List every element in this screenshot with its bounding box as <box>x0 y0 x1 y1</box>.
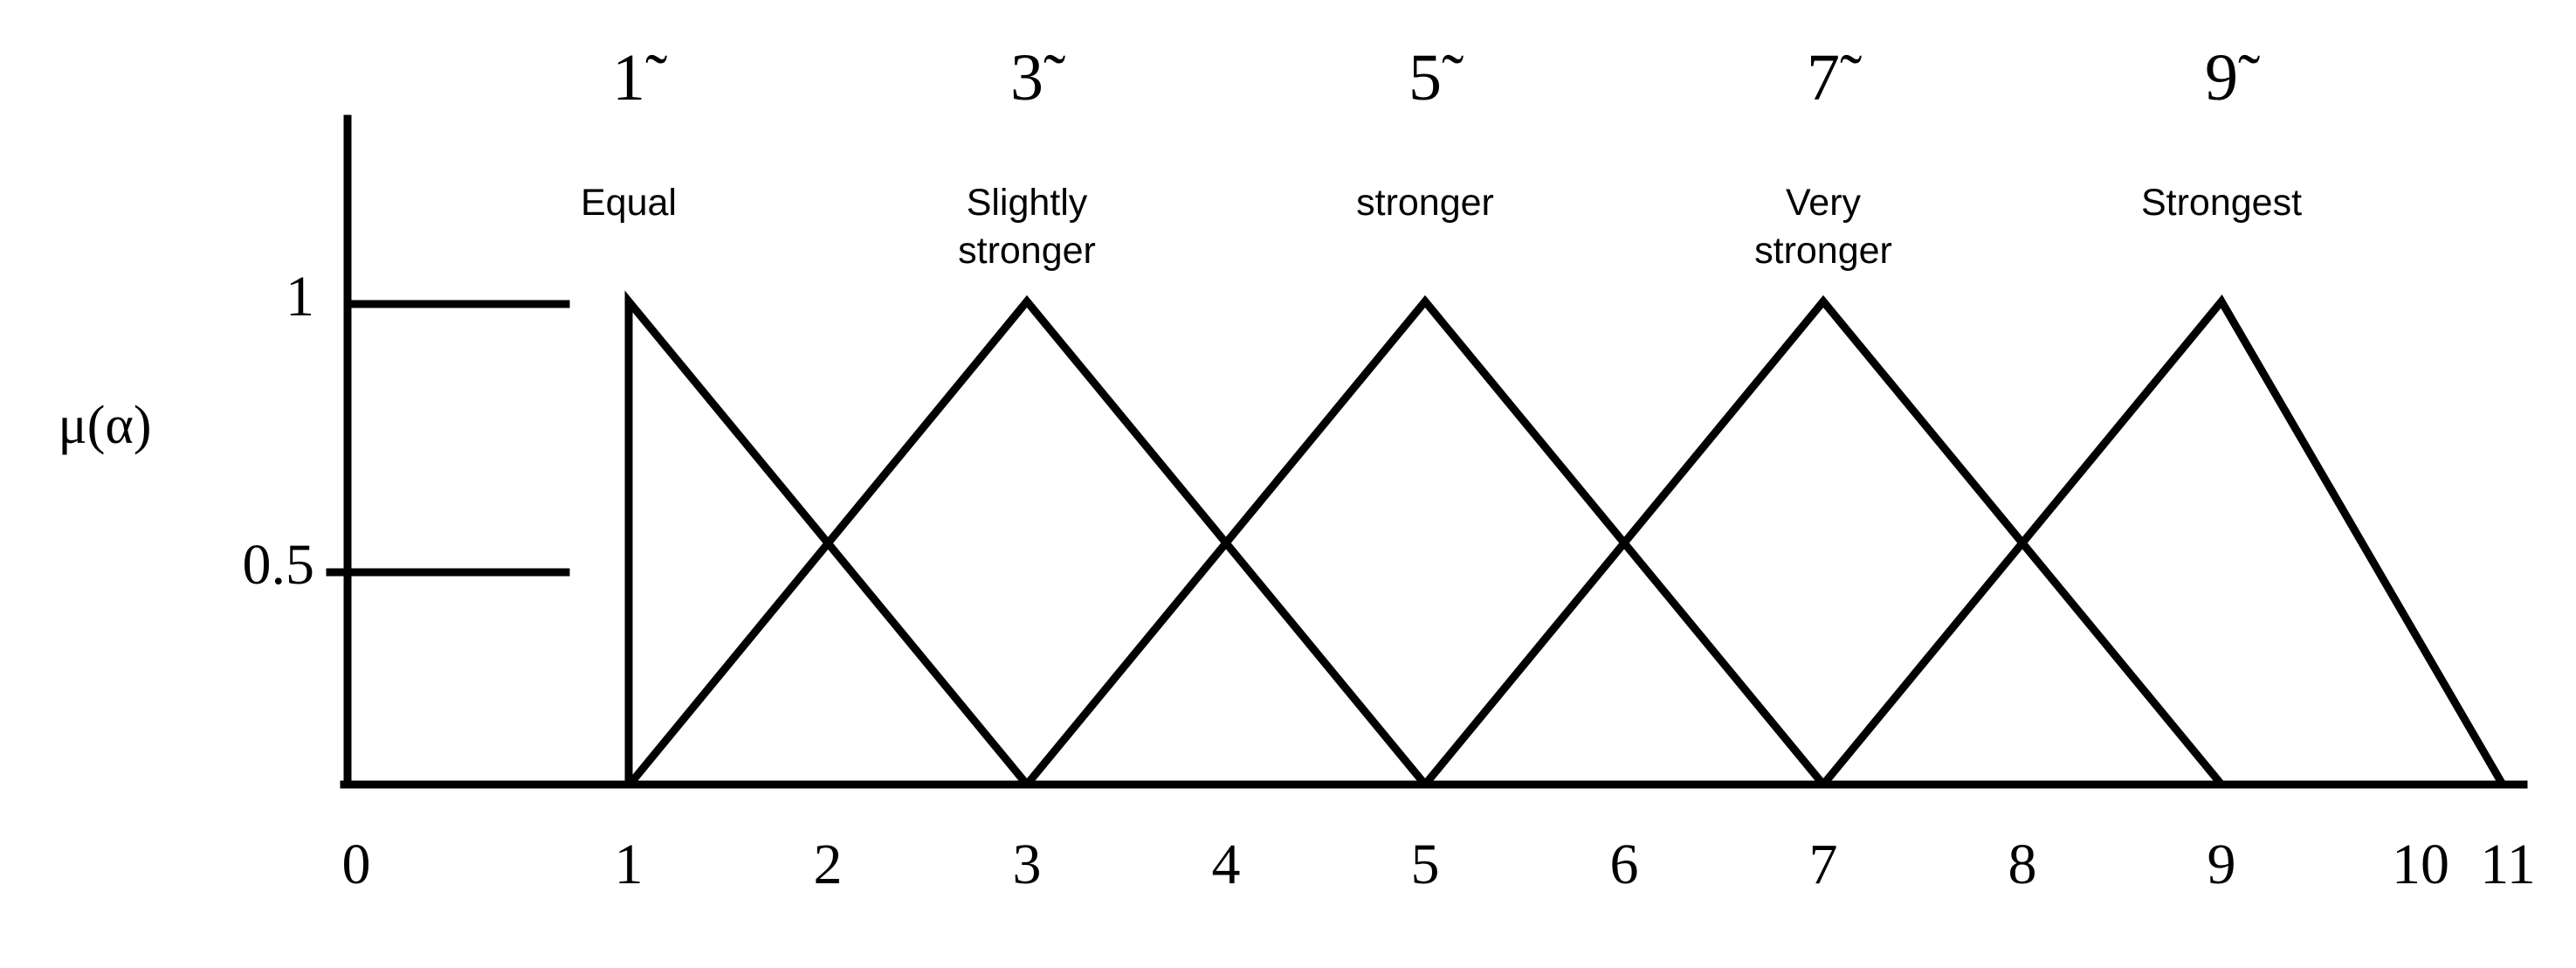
x-tick-label-1: 1 <box>614 833 644 896</box>
fuzzy-set-label-3-tilde-line1: Slightly <box>966 182 1088 224</box>
fuzzy-set-symbol-7-tilde: 7̃ <box>1807 41 1840 114</box>
x-tick-label-4: 4 <box>1211 833 1241 896</box>
x-tick-label-9: 9 <box>2207 833 2236 896</box>
y-tick-label-0-5: 0.5 <box>242 533 315 597</box>
x-tick-label-7: 7 <box>1808 833 1838 896</box>
fuzzy-set-symbol-5-tilde: 5̃ <box>1409 41 1442 114</box>
fuzzy-set-label-5-tilde: stronger <box>1356 182 1494 224</box>
x-tick-label-6: 6 <box>1609 833 1639 896</box>
x-tick-label-2: 2 <box>813 833 843 896</box>
y-tick-label-1: 1 <box>286 265 314 328</box>
fuzzy-set-symbol-3-tilde: 3̃ <box>1010 41 1043 114</box>
membership-curve-9-tilde <box>1820 294 2506 787</box>
x-tick-label-3: 3 <box>1012 833 1042 896</box>
membership-curve-3-tilde <box>626 294 1429 787</box>
fuzzy-set-label-3-tilde-line2: stronger <box>958 230 1096 272</box>
fuzzy-set-symbol-9-tilde: 9̃ <box>2205 41 2238 114</box>
fuzzy-set-label-9-tilde: Strongest <box>2140 182 2303 224</box>
y-axis-title: μ(α) <box>58 396 152 455</box>
fuzzy-set-label-7-tilde-line1: Very <box>1785 182 1862 224</box>
x-tick-label-8: 8 <box>2008 833 2037 896</box>
fuzzy-set-symbol-1-tilde: 1̃ <box>612 41 645 114</box>
fuzzy-set-label-1-tilde: Equal <box>581 182 677 224</box>
membership-curve-1-tilde <box>624 290 1030 787</box>
fuzzy-set-label-7-tilde-line2: stronger <box>1754 230 1892 272</box>
x-tick-label-0: 0 <box>341 833 371 896</box>
x-tick-label-5: 5 <box>1410 833 1440 896</box>
x-tick-label-10: 10 <box>2392 833 2449 896</box>
membership-curve-5-tilde <box>1023 294 1827 787</box>
membership-curve-7-tilde <box>1422 294 2225 787</box>
x-tick-label-11: 11 <box>2480 833 2536 896</box>
